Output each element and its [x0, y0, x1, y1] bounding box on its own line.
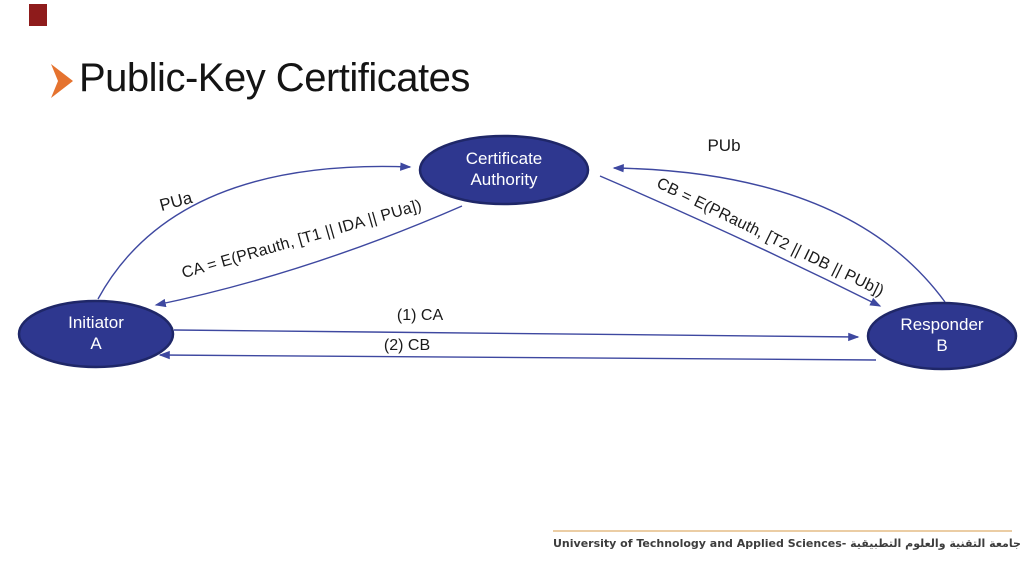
arrow-pub-b-to-ca	[612, 163, 946, 303]
label-msg1-ca: (1) CA	[396, 307, 444, 324]
title-bullet-icon	[51, 64, 73, 98]
arrow-cb-cert-to-b	[599, 175, 882, 307]
label-pub: PUb	[707, 136, 741, 155]
node-label-certificate-authority: Certificate Authority	[465, 149, 543, 189]
corner-accent-mark	[29, 4, 47, 26]
footer-text: University of Technology and Applied Sci…	[553, 537, 1021, 550]
node-responder	[866, 301, 1018, 371]
arrow-pua-a-to-ca	[97, 162, 412, 300]
arrow-ca-cert-to-a	[154, 205, 463, 308]
node-initiator	[17, 299, 175, 369]
arrow-msg2-b-to-a	[158, 350, 877, 361]
node-certificate-authority	[418, 134, 590, 206]
label-msg2-cb: (2) CB	[383, 337, 431, 354]
node-label-responder: Responder B	[900, 315, 984, 355]
footer-divider	[553, 530, 1012, 532]
arrow-msg1-a-to-b	[173, 329, 860, 342]
node-label-initiator: Initiator A	[68, 313, 124, 353]
slide-title: Public-Key Certificates	[79, 56, 470, 100]
